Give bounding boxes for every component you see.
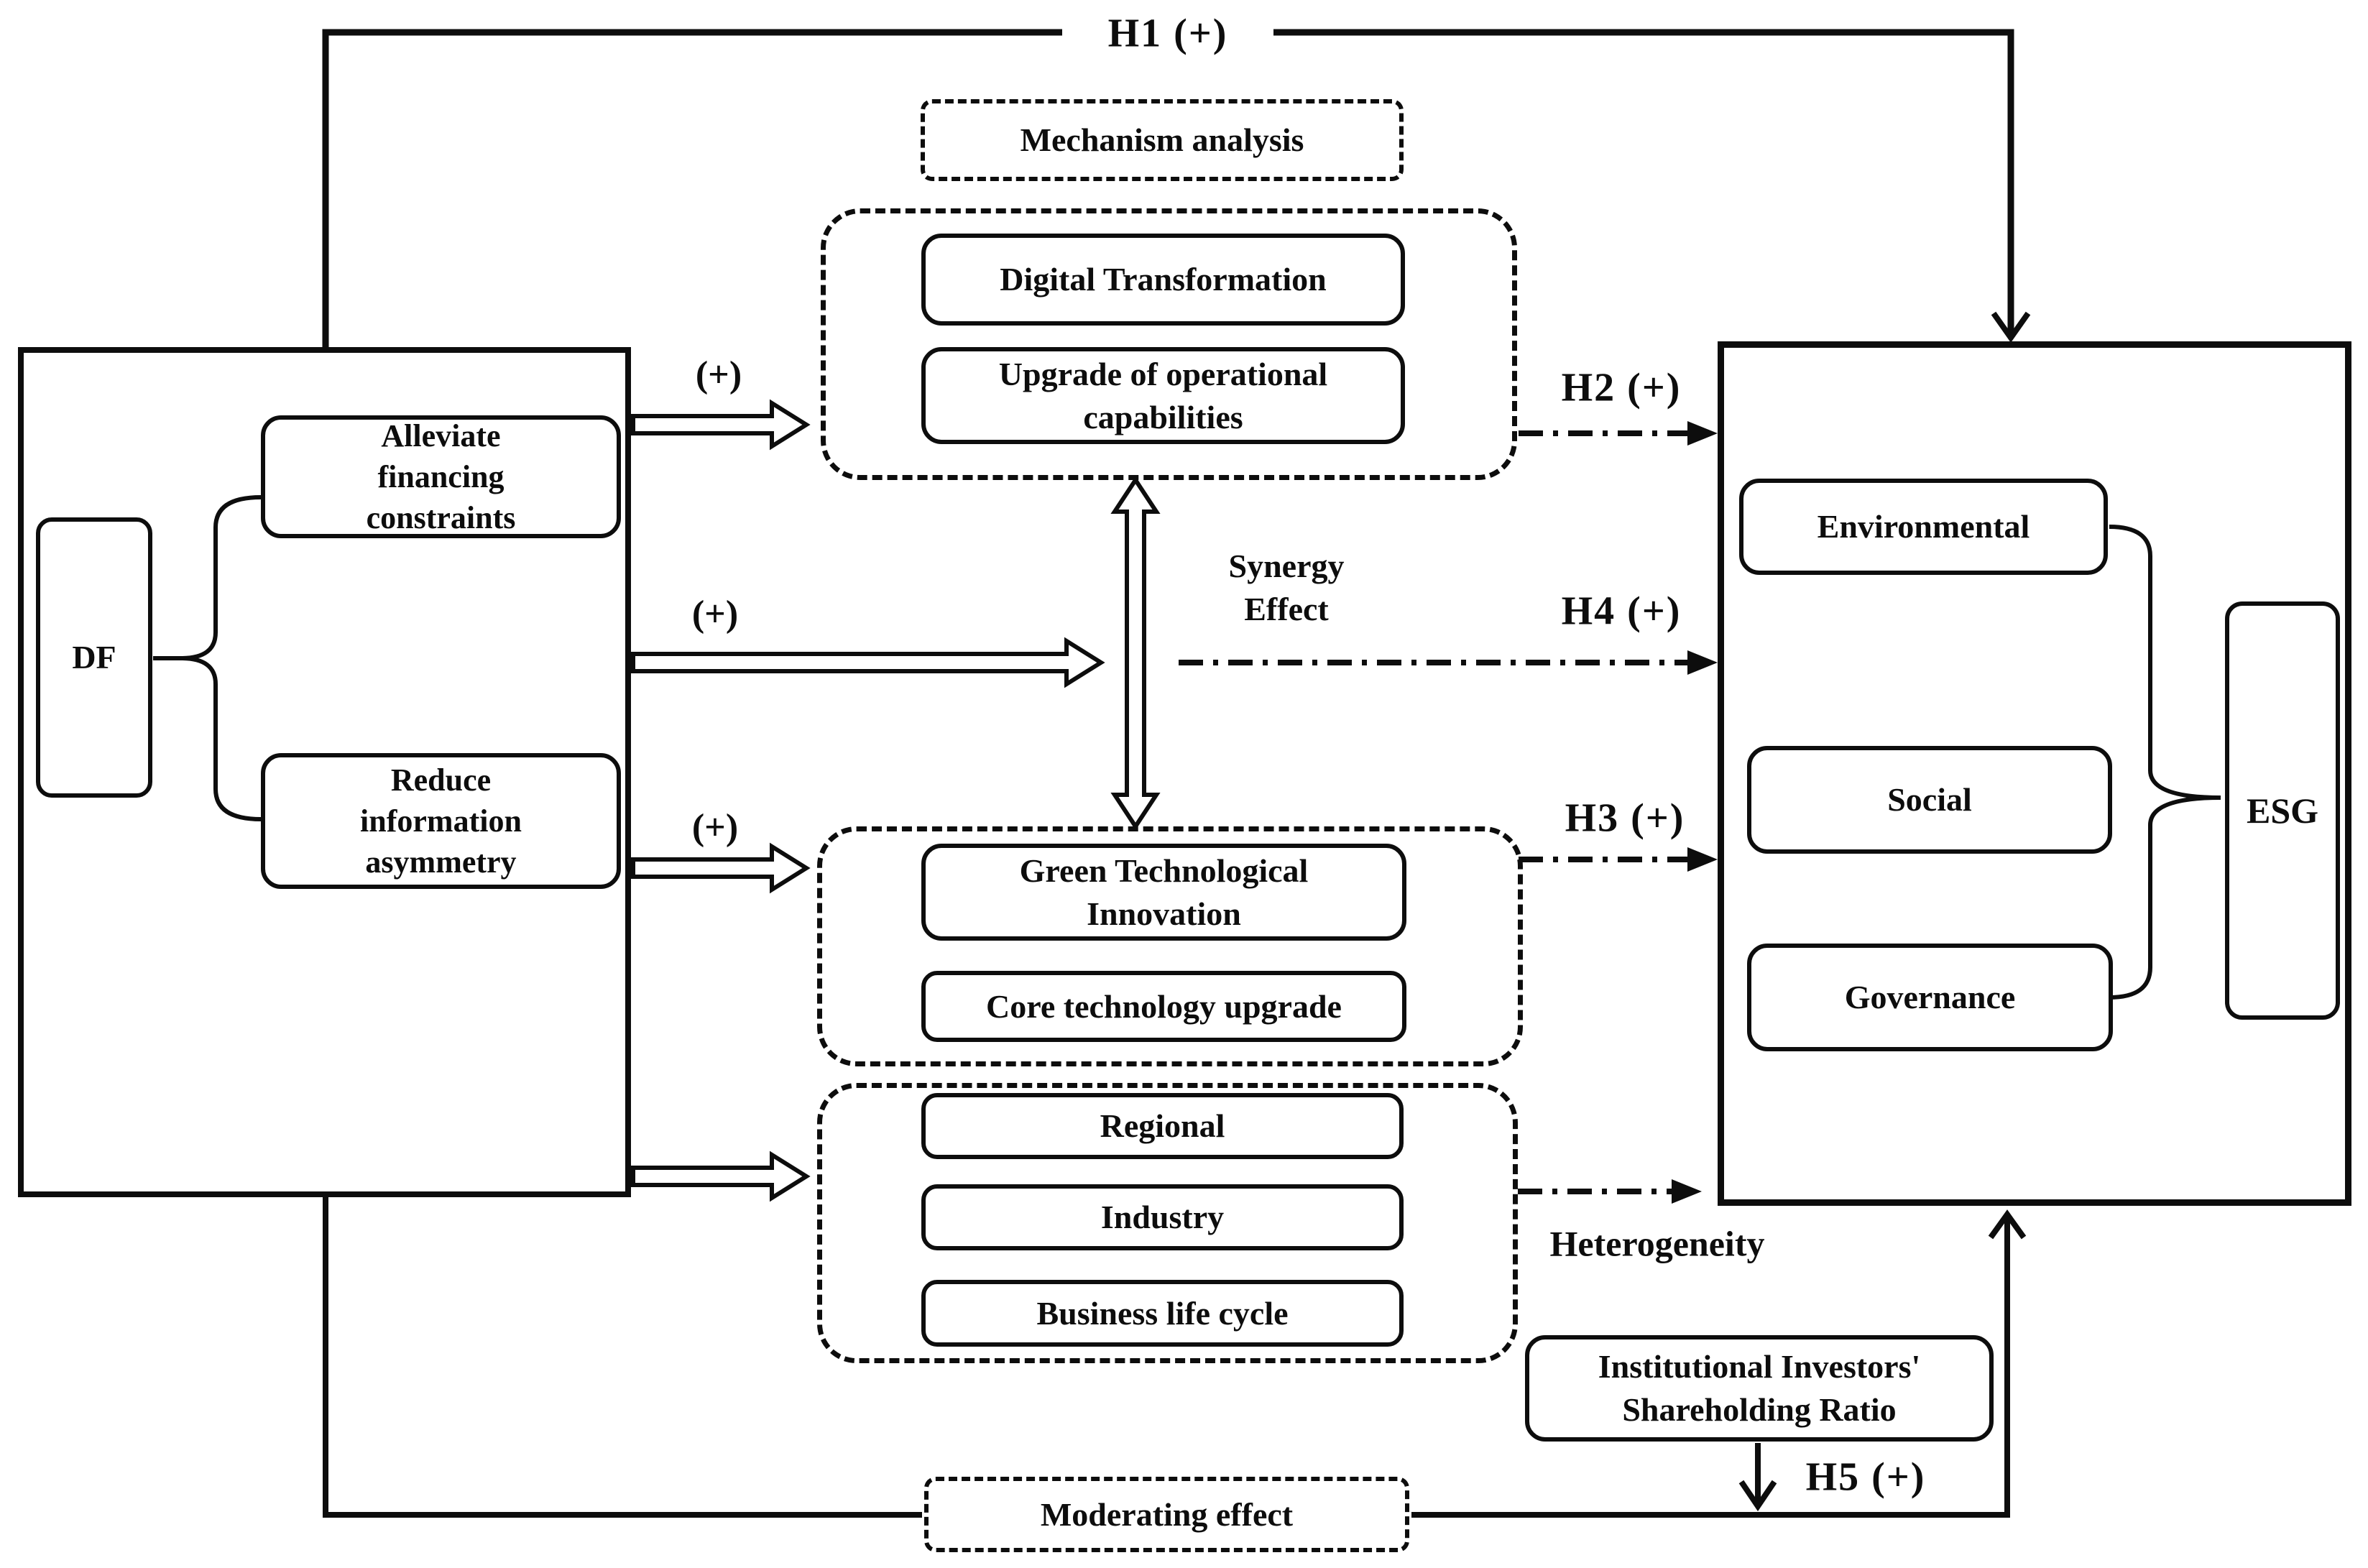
mechanism-group1-container [821, 208, 1517, 480]
hollow-arrow-top-icon [631, 399, 811, 451]
right-brace-icon [2109, 525, 2221, 1000]
institutional-investors-box: Institutional Investors' Shareholding Ra… [1525, 1335, 1994, 1442]
h4-label: H4 (+) [1561, 589, 1682, 634]
heterogeneity-label: Heterogeneity [1549, 1223, 1765, 1264]
h1-arrowhead-icon [1991, 311, 2031, 343]
digital-transformation-label: Digital Transformation [1000, 261, 1327, 298]
reduce-information-label: Reduce information asymmetry [360, 762, 522, 880]
environmental-label: Environmental [1817, 508, 2030, 545]
green-innovation-label: Green Technological Innovation [1019, 852, 1309, 932]
plus-label-middle: (+) [691, 594, 739, 635]
social-label: Social [1887, 781, 1972, 818]
mechanism-analysis-box: Mechanism analysis [921, 99, 1404, 181]
moderating-effect-label: Moderating effect [1040, 1495, 1294, 1533]
heterogeneity-container [817, 1083, 1518, 1363]
hollow-arrow-green-icon [631, 842, 811, 894]
social-box: Social [1747, 746, 2112, 854]
esg-panel [1718, 341, 2351, 1206]
hollow-arrow-heterogeneity-icon [631, 1150, 811, 1202]
environmental-box: Environmental [1739, 479, 2108, 575]
alleviate-financing-box: Alleviate financing constraints [261, 415, 621, 538]
h1-label: H1 (+) [1107, 11, 1228, 56]
esg-label: ESG [2246, 790, 2319, 831]
mechanism-group2-container [817, 826, 1523, 1066]
plus-label-top: (+) [695, 354, 742, 396]
df-label: DF [72, 639, 116, 676]
synergy-effect-label: Synergy Effect [1228, 548, 1345, 627]
h1-line-left [322, 29, 1062, 349]
moderating-line-right [1411, 1217, 2010, 1518]
core-technology-label: Core technology upgrade [986, 987, 1342, 1025]
business-life-cycle-label: Business life cycle [1036, 1294, 1289, 1332]
plus-label-bottom: (+) [691, 807, 739, 849]
heterogeneity-arrowhead-icon [1672, 1179, 1702, 1204]
green-innovation-box: Green Technological Innovation [921, 844, 1406, 941]
alleviate-financing-label: Alleviate financing constraints [366, 418, 516, 536]
h2-arrowhead-icon [1687, 421, 1718, 446]
core-technology-box: Core technology upgrade [921, 971, 1406, 1042]
moderating-up-arrowhead-icon [1988, 1209, 2027, 1240]
h3-arrowhead-icon [1687, 847, 1718, 872]
df-box: DF [36, 517, 152, 798]
moderating-effect-box: Moderating effect [924, 1477, 1409, 1552]
synergy-double-arrow-icon [1110, 476, 1161, 831]
moderating-line-left [323, 1197, 922, 1518]
digital-transformation-box: Digital Transformation [921, 234, 1405, 326]
regional-box: Regional [921, 1093, 1404, 1159]
industry-label: Industry [1100, 1199, 1225, 1236]
institutional-investors-label: Institutional Investors' Shareholding Ra… [1598, 1348, 1921, 1428]
operational-capabilities-box: Upgrade of operational capabilities [921, 347, 1405, 444]
h3-label: H3 (+) [1565, 795, 1685, 841]
governance-box: Governance [1747, 944, 2113, 1051]
h5-label: H5 (+) [1805, 1454, 1926, 1500]
h5-arrowhead-icon [1738, 1480, 1777, 1512]
operational-capabilities-label: Upgrade of operational capabilities [998, 355, 1328, 435]
h1-line-right [1273, 29, 2014, 335]
reduce-information-box: Reduce information asymmetry [261, 753, 621, 889]
industry-box: Industry [921, 1184, 1404, 1250]
hollow-arrow-middle-icon [631, 637, 1105, 688]
df-panel [18, 347, 631, 1197]
regional-label: Regional [1100, 1107, 1225, 1145]
h4-arrowhead-icon [1687, 650, 1718, 675]
h2-label: H2 (+) [1561, 365, 1682, 410]
governance-label: Governance [1844, 979, 2016, 1016]
business-life-cycle-box: Business life cycle [921, 1280, 1404, 1347]
esg-box: ESG [2225, 601, 2340, 1020]
mechanism-analysis-label: Mechanism analysis [1020, 121, 1304, 159]
